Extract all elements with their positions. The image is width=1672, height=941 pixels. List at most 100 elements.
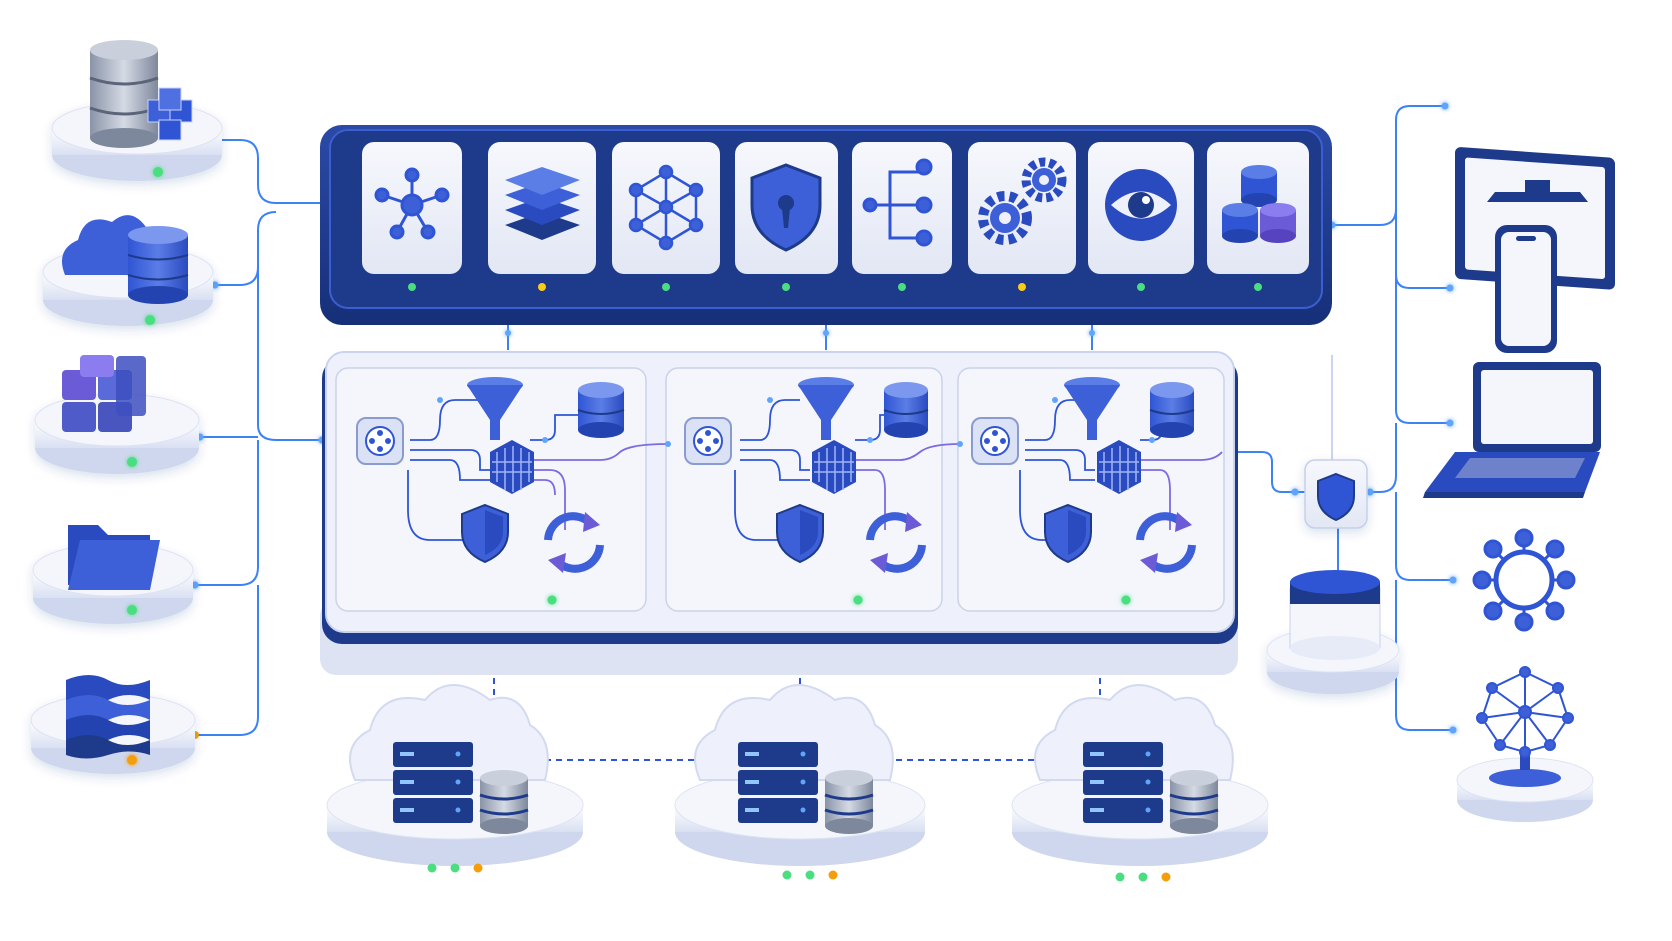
service-tile-mesh[interactable] [612,142,720,274]
hub-network-icon [374,167,450,240]
source-pedestals [30,40,223,774]
status-light-source-3 [127,457,137,467]
stacked-layers-icon [505,167,580,240]
smartphone-icon[interactable] [1495,225,1557,353]
cloud-database-icon [61,215,189,304]
branch-tree-icon [862,158,933,247]
consumers [1423,147,1615,822]
status-light-cloud-1-a [427,863,437,873]
status-light-service-7 [1137,283,1145,291]
cloud-nodes [326,684,1269,882]
funnel-icon [467,377,523,440]
connector-bus-vertical [257,267,340,441]
database-icon [577,382,625,438]
security-shield-icon [750,163,822,252]
connector-neural [1395,580,1453,731]
storage-cylinder-icon [1289,570,1381,660]
router-icon[interactable] [971,417,1019,465]
status-light-source-5 [127,755,137,765]
service-tile-monitor[interactable] [1088,142,1194,274]
status-light-source-1 [153,167,163,177]
status-light-service-5 [898,283,906,291]
connector-phone [1395,209,1450,289]
pipeline-2-icons [684,377,929,573]
connector-net [1395,492,1453,581]
service-tile-layers[interactable] [488,142,596,274]
service-tiles [362,142,1309,291]
pipeline-3-icons [971,377,1196,573]
status-light-service-2 [538,283,546,291]
pipeline-module-2[interactable] [665,367,943,612]
service-tile-gears[interactable] [968,142,1076,274]
sync-cycle-icon [1136,512,1196,573]
service-tile-security[interactable] [735,142,838,274]
processor-chip-icon [490,440,534,494]
gateway-node[interactable] [1304,459,1368,529]
status-light-pipeline-3 [1121,595,1131,605]
connectors [195,105,1453,736]
folder-icon [68,525,160,590]
sync-cycle-icon [866,512,926,573]
status-light-pipeline-1 [547,595,557,605]
sync-cycle-icon [544,512,604,573]
status-light-cloud-2-b [805,870,815,880]
pipeline-modules [335,367,1225,612]
status-light-cloud-3-b [1138,872,1148,882]
router-icon[interactable] [356,417,404,465]
pipeline-wire-nodes [437,397,1155,447]
cloud-server-icon [1083,742,1219,834]
stream-layers-icon [66,675,150,759]
service-tile-storage[interactable] [1207,142,1309,274]
pipeline-wires [407,399,1223,541]
gears-icon [978,157,1067,245]
status-light-cloud-1-c [473,863,483,873]
connector-source-2 [215,211,277,286]
cube-cluster-icon [62,355,146,432]
shield-icon [1044,503,1092,564]
funnel-icon [1064,377,1120,440]
shield-icon [461,503,509,564]
pipeline-1-icons [356,377,625,573]
status-light-source-4 [127,605,137,615]
eye-monitor-icon [1105,169,1177,241]
service-tile-hub[interactable] [362,142,462,274]
connector-source-5 [195,585,259,736]
service-tile-branch[interactable] [852,142,952,274]
status-light-service-3 [662,283,670,291]
database-icon [1149,382,1195,438]
funnel-icon [798,377,854,440]
status-light-service-6 [1018,283,1026,291]
status-light-cloud-2-a [782,870,792,880]
connector-pipeline-gateway [1230,451,1305,493]
connector-laptop [1395,275,1450,424]
database-cubes-icon [89,40,193,148]
status-light-cloud-2-c [828,870,838,880]
cloud-server-icon [393,742,529,834]
pipeline-module-1[interactable] [335,367,647,612]
cloud-server-icon [738,742,874,834]
router-icon[interactable] [684,417,732,465]
status-light-service-8 [1254,283,1262,291]
gateway-shield-icon [1317,472,1355,522]
neural-sphere-icon[interactable] [1456,666,1594,822]
shield-icon [776,503,824,564]
processor-chip-icon [1097,440,1141,494]
status-light-cloud-1-b [450,863,460,873]
status-light-service-1 [408,283,416,291]
status-light-cloud-3-a [1115,872,1125,882]
database-icon [883,382,929,438]
connector-source-1 [212,139,330,204]
connector-panel-right [1332,105,1445,226]
status-light-pipeline-2 [853,595,863,605]
connector-source-4 [195,440,259,586]
mesh-graph-icon [628,164,704,251]
status-light-source-2 [145,315,155,325]
status-light-cloud-3-c [1161,872,1171,882]
connector-gateway-right [1370,423,1397,493]
network-hub-icon[interactable] [1472,528,1576,632]
laptop-icon[interactable] [1423,362,1601,498]
status-light-service-4 [782,283,790,291]
processor-chip-icon [812,440,856,494]
storage-cylinders-icon [1222,165,1296,243]
